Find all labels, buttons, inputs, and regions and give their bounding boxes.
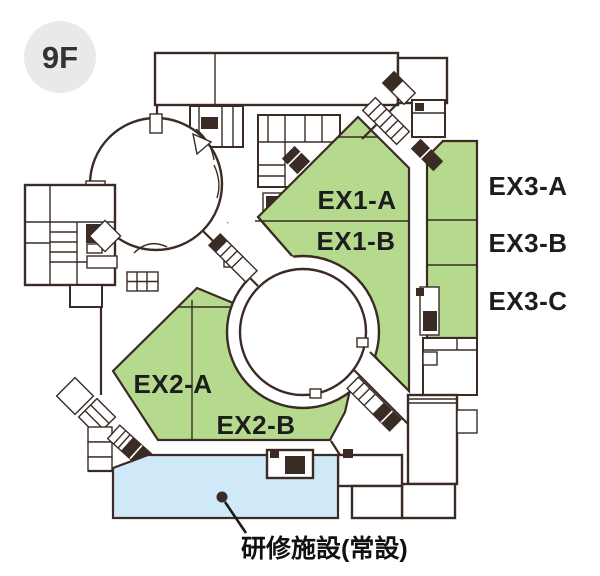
training-facility-elevator [265, 448, 315, 480]
training-facility-callout: 研修施設(常設) [216, 491, 408, 563]
label-ex3c: EX3-C [488, 286, 567, 316]
central-atrium-circle [238, 267, 368, 397]
label-ex3a: EX3-A [488, 171, 567, 201]
floor-badge: 9F [24, 21, 96, 93]
northeast-stairs [361, 70, 446, 172]
label-ex2a: EX2-A [133, 369, 212, 399]
room-labels: EX1-A EX1-B EX2-A EX2-B EX3-A EX3-B EX3-… [133, 171, 567, 440]
floor-badge-circle [24, 21, 96, 93]
southeast-wing-walls [330, 337, 478, 520]
label-ex1b: EX1-B [316, 226, 395, 256]
label-ex1a: EX1-A [317, 185, 396, 215]
central-rotunda [191, 208, 410, 440]
ex3-elevator-block [416, 286, 440, 336]
label-ex3b: EX3-B [488, 228, 567, 258]
training-facility-label: 研修施設(常設) [241, 534, 408, 563]
callout-leader-line [223, 501, 248, 534]
callout-dot-icon [216, 491, 228, 503]
ex3-dividers [427, 219, 477, 266]
floor-badge-label: 9F [42, 40, 78, 75]
northwest-escalator [207, 232, 259, 284]
label-ex2b: EX2-B [216, 410, 295, 440]
southeast-escalator [346, 376, 402, 432]
